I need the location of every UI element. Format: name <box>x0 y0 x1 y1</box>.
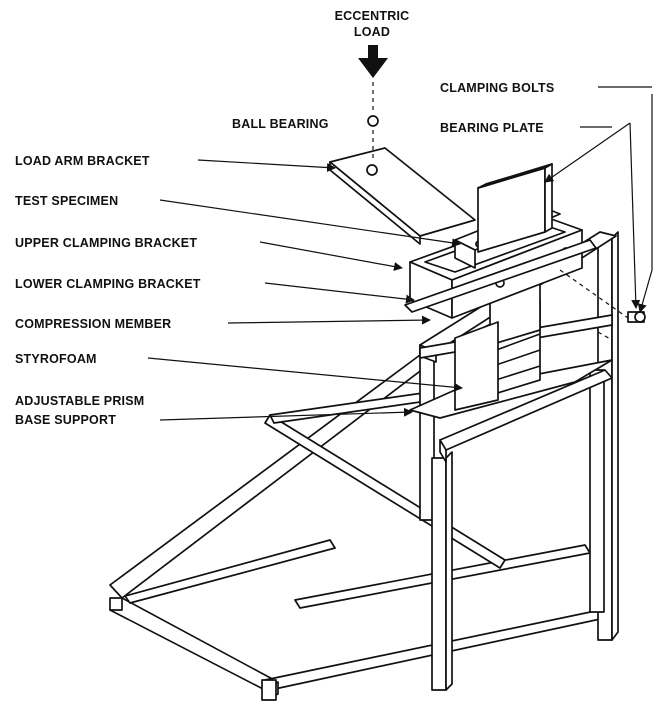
label-compression-member: COMPRESSION MEMBER <box>15 317 171 331</box>
leader-styrofoam <box>147 357 463 392</box>
leader-lower-clamping-bracket <box>264 282 415 304</box>
leader-upper-clamping-bracket <box>259 241 403 271</box>
label-eccentric-load-1: ECCENTRIC <box>335 9 410 23</box>
uprights <box>419 231 619 691</box>
leader-load-arm-bracket <box>197 159 336 173</box>
label-styrofoam: STYROFOAM <box>15 352 97 366</box>
label-ball-bearing: BALL BEARING <box>232 117 329 131</box>
label-load-arm-bracket: LOAD ARM BRACKET <box>15 154 150 168</box>
leader-compression-member <box>227 315 431 325</box>
load-arm-bracket-part <box>329 147 476 245</box>
label-bearing-plate: BEARING PLATE <box>440 121 544 135</box>
eccentric-load-arrow <box>358 45 388 160</box>
leader-bearing-plate-arrow2 <box>629 122 641 309</box>
leader-clamping-bolts-down <box>637 94 653 313</box>
label-clamping-bolts: CLAMPING BOLTS <box>440 81 554 95</box>
label-adjustable-prism-2: BASE SUPPORT <box>15 413 116 427</box>
label-adjustable-prism-1: ADJUSTABLE PRISM <box>15 394 144 408</box>
label-eccentric-load-2: LOAD <box>354 25 390 39</box>
clamping-bolt-part <box>559 269 646 341</box>
leader-prism-base <box>159 407 413 421</box>
ball-bearing-marker <box>367 115 379 127</box>
leader-bearing-plate-arrow1 <box>544 122 631 183</box>
leader-test-specimen <box>159 199 461 248</box>
label-lower-clamping-bracket: LOWER CLAMPING BRACKET <box>15 277 201 291</box>
leader-lines <box>147 86 653 421</box>
labels: ECCENTRIC LOAD BALL BEARING CLAMPING BOL… <box>15 9 554 427</box>
label-upper-clamping-bracket: UPPER CLAMPING BRACKET <box>15 236 197 250</box>
label-test-specimen: TEST SPECIMEN <box>15 194 118 208</box>
